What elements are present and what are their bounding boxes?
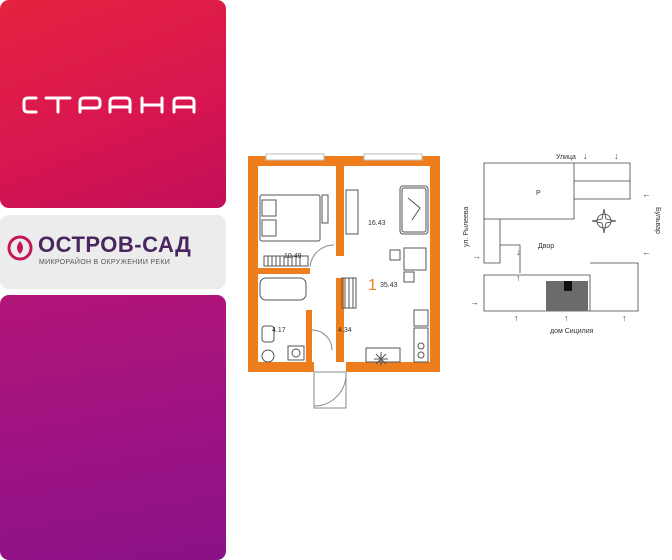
rooms-count: 1 bbox=[368, 277, 377, 294]
bath-area: 4.17 bbox=[272, 327, 286, 334]
svg-text:↑: ↑ bbox=[516, 273, 521, 283]
svg-text:↑: ↑ bbox=[622, 313, 627, 323]
street-right-label: Бульвар bbox=[654, 207, 661, 234]
svg-text:←: ← bbox=[642, 189, 651, 199]
svg-text:↑: ↑ bbox=[514, 313, 519, 323]
compass-icon bbox=[591, 208, 617, 234]
bedroom-area: 10.49 bbox=[284, 253, 302, 260]
hall-area: 4.34 bbox=[338, 327, 352, 334]
total-area: 35.43 bbox=[380, 282, 398, 289]
project-title: ОСТРОВ-САД bbox=[38, 232, 192, 257]
decor-panel bbox=[0, 295, 226, 560]
svg-text:↓: ↓ bbox=[516, 247, 521, 257]
project-panel bbox=[0, 215, 226, 289]
svg-text:↑: ↑ bbox=[564, 313, 569, 323]
svg-text:→: → bbox=[470, 297, 479, 307]
apartment-floorplan: 10.49 16.43 4.17 4.34 1 35.43 bbox=[248, 153, 440, 409]
street-left-label: ул. Рылеева bbox=[463, 206, 470, 247]
living-area: 16.43 bbox=[368, 220, 386, 227]
street-top-label: Улица bbox=[556, 154, 576, 161]
ostrov-leaf-icon bbox=[7, 235, 33, 261]
svg-text:→: → bbox=[472, 251, 481, 261]
svg-text:↓: ↓ bbox=[614, 151, 619, 161]
site-plan: ↓ ↓ ← ← → → ↓ ↑ ↑ ↑ ↑ Улица P Двор ул. Р… bbox=[463, 151, 661, 335]
yard-label: Двор bbox=[538, 243, 554, 250]
project-subtitle: МИКРОРАЙОН В ОКРУЖЕНИИ РЕКИ bbox=[39, 259, 171, 266]
svg-text:↓: ↓ bbox=[583, 151, 588, 161]
brand-panel bbox=[0, 0, 226, 208]
svg-text:←: ← bbox=[642, 247, 651, 257]
brand-logo bbox=[22, 96, 196, 114]
house-label: дом Сицилия bbox=[550, 328, 594, 335]
parking-label: P bbox=[536, 190, 541, 197]
